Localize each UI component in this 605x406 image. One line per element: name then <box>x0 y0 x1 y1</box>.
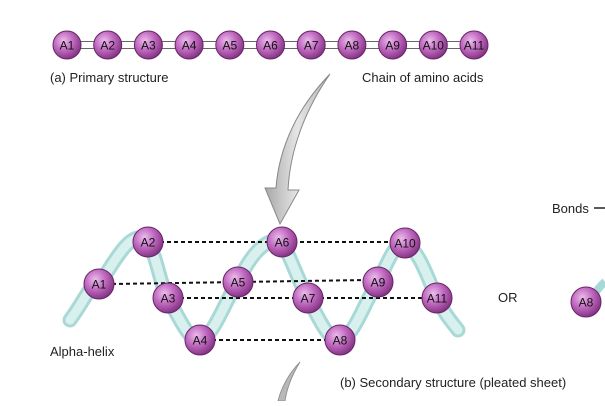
amino-acid-circle <box>296 30 326 60</box>
primary-amino-acid-a8: A8 <box>337 30 367 60</box>
amino-acid-circle <box>389 227 421 259</box>
primary-amino-acid-a9: A9 <box>378 30 408 60</box>
amino-acid-label: A6 <box>263 39 278 53</box>
amino-acid-label: A1 <box>60 39 75 53</box>
amino-acid-circle <box>93 30 123 60</box>
amino-acid-label: A7 <box>301 292 316 306</box>
helix-amino-acid-a8: A8 <box>324 324 356 356</box>
peptide-bond <box>322 41 341 49</box>
amino-acid-circle <box>215 30 245 60</box>
amino-acid-circle <box>83 268 115 300</box>
amino-acid-circle <box>337 30 367 60</box>
amino-acid-label: A9 <box>371 276 386 290</box>
chain-of-amino-acids-label: Chain of amino acids <box>362 70 484 85</box>
helix-amino-acid-a10: A10 <box>389 227 421 259</box>
amino-acid-label: A10 <box>394 237 416 251</box>
next-arrow-stub <box>277 361 301 402</box>
amino-acid-label: A11 <box>427 292 448 306</box>
peptide-bond <box>282 41 300 49</box>
alpha-helix-label: Alpha-helix <box>50 344 115 359</box>
peptide-bond <box>78 41 97 49</box>
primary-amino-acid-a7: A7 <box>296 30 326 60</box>
secondary-structure-caption: (b) Secondary structure (pleated sheet) <box>340 375 567 390</box>
partial-amino-acid-a8: A8 <box>570 286 602 318</box>
peptide-bond <box>241 41 260 49</box>
amino-acid-circle <box>133 30 163 60</box>
amino-acid-label: A10 <box>423 39 445 53</box>
amino-acid-circle <box>132 226 164 258</box>
or-label: OR <box>498 290 518 305</box>
helix-amino-acid-a1: A1 <box>83 268 115 300</box>
peptide-bond <box>404 41 422 49</box>
amino-acid-circle <box>152 282 184 314</box>
amino-acid-circle <box>256 30 285 60</box>
primary-amino-acid-a10: A10 <box>418 30 448 60</box>
helix-amino-acid-a4: A4 <box>184 324 216 356</box>
amino-acid-circle <box>174 30 204 60</box>
amino-acid-label: A4 <box>193 334 208 348</box>
amino-acid-circle <box>52 30 82 60</box>
amino-acid-label: A6 <box>275 236 290 250</box>
amino-acid-circle <box>378 30 408 60</box>
amino-acid-circle <box>324 324 356 356</box>
amino-acid-label: A9 <box>385 39 400 53</box>
primary-amino-acid-a6: A6 <box>256 30 285 60</box>
amino-acid-label: A2 <box>100 39 115 53</box>
amino-acid-circle <box>362 266 394 298</box>
peptide-bond <box>159 41 178 49</box>
primary-amino-acid-a2: A2 <box>93 30 123 60</box>
amino-acid-circle <box>266 226 298 258</box>
amino-acid-label: A2 <box>141 236 156 250</box>
helix-amino-acid-a11: A11 <box>421 282 453 314</box>
amino-acid-label: A4 <box>182 39 197 53</box>
amino-acid-circle <box>418 30 448 60</box>
amino-acid-label: A3 <box>161 292 176 306</box>
amino-acid-label: A7 <box>304 39 319 53</box>
helix-amino-acid-a5: A5 <box>222 266 254 298</box>
peptide-bond <box>119 41 137 49</box>
helix-amino-acid-a7: A7 <box>292 282 324 314</box>
helix-amino-acid-a6: A6 <box>266 226 298 258</box>
primary-amino-acid-a1: A1 <box>52 30 82 60</box>
helix-amino-acid-a3: A3 <box>152 282 184 314</box>
transition-arrow <box>264 73 331 226</box>
amino-acid-circle <box>184 324 216 356</box>
helix-amino-acid-a9: A9 <box>362 266 394 298</box>
amino-acid-label: A8 <box>579 296 594 310</box>
bonds-label: Bonds <box>552 201 589 216</box>
amino-acid-label: A3 <box>141 39 156 53</box>
amino-acid-label: A8 <box>333 334 348 348</box>
peptide-bond <box>444 41 463 49</box>
amino-acid-label: A8 <box>345 39 360 53</box>
helix-amino-acid-a2: A2 <box>132 226 164 258</box>
primary-amino-acid-a3: A3 <box>133 30 163 60</box>
amino-acid-circle <box>459 30 489 60</box>
primary-amino-acid-a11: A11 <box>459 30 489 60</box>
amino-acid-circle <box>570 286 602 318</box>
amino-acid-circle <box>222 266 254 298</box>
amino-acid-label: A11 <box>464 39 485 53</box>
amino-acid-circle <box>421 282 453 314</box>
amino-acid-label: A1 <box>92 278 107 292</box>
amino-acid-circle <box>292 282 324 314</box>
primary-amino-acid-a4: A4 <box>174 30 204 60</box>
peptide-bond <box>363 41 382 49</box>
primary-amino-acid-a5: A5 <box>215 30 245 60</box>
amino-acid-label: A5 <box>222 39 237 53</box>
primary-structure-label: (a) Primary structure <box>50 70 169 85</box>
peptide-bond <box>200 41 219 49</box>
amino-acid-label: A5 <box>231 276 246 290</box>
